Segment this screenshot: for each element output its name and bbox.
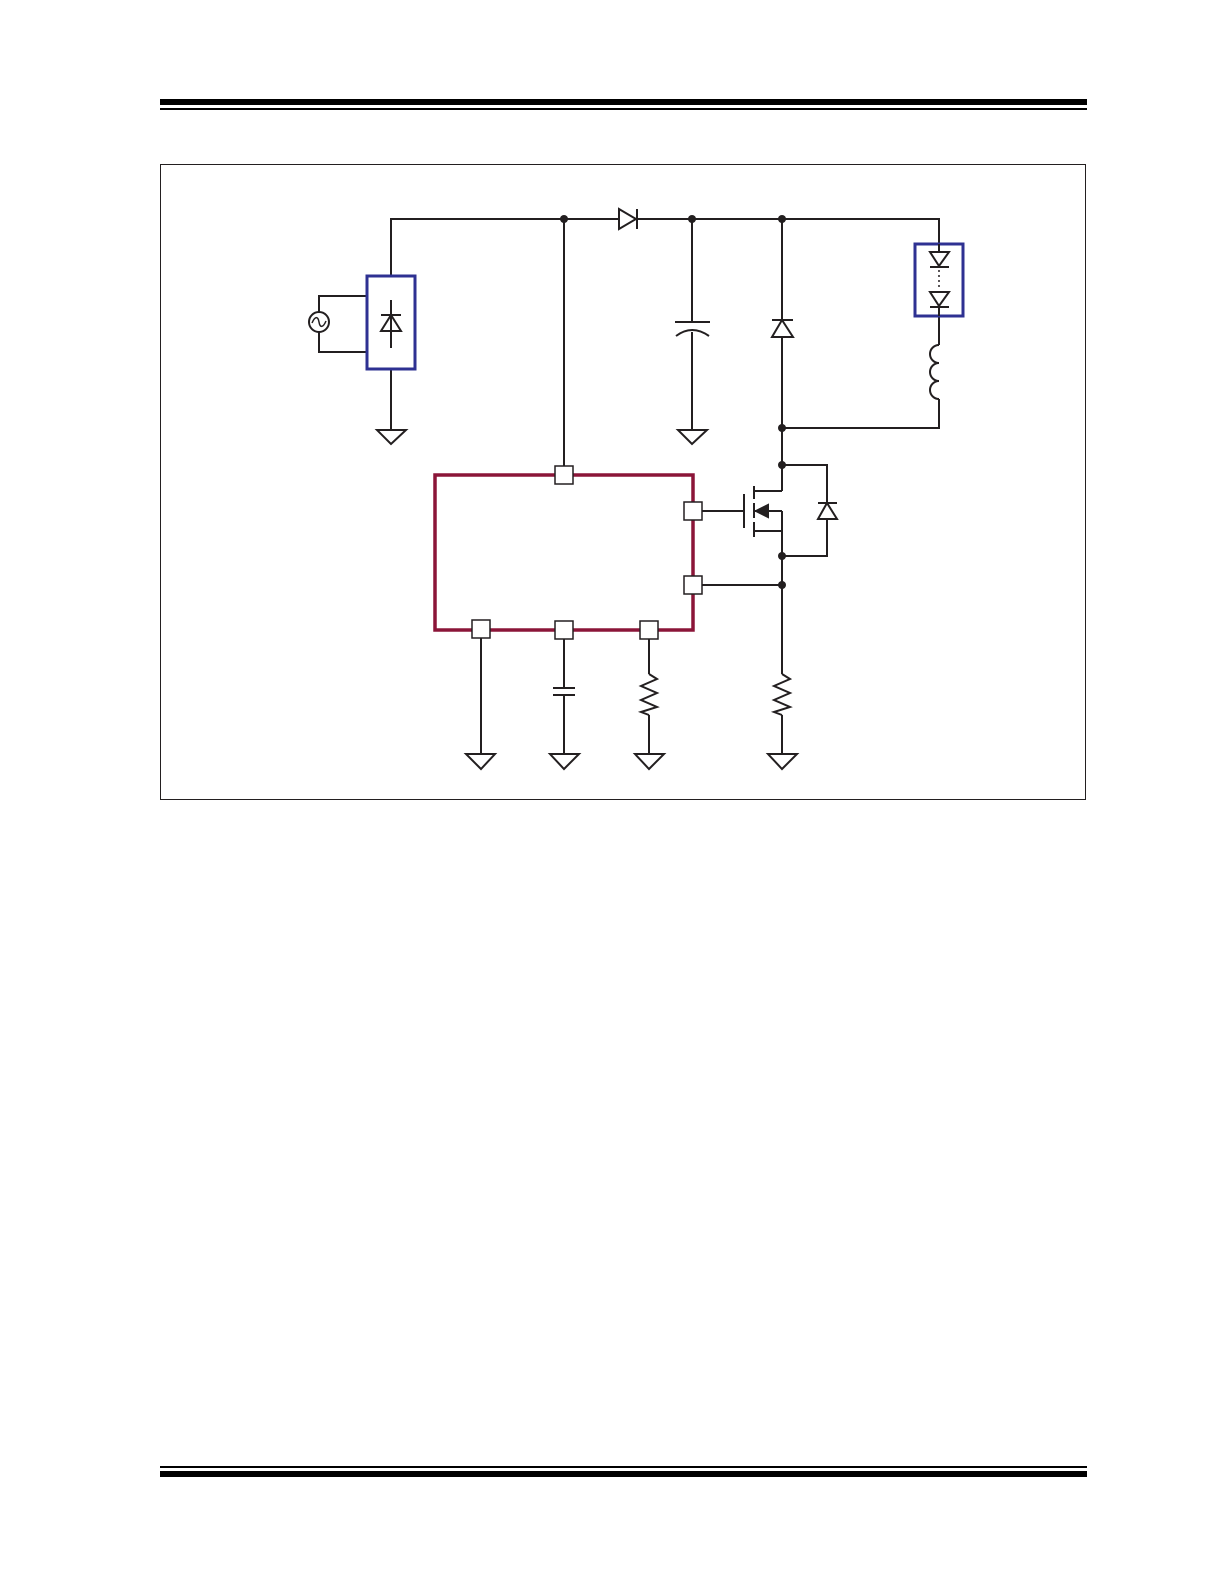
footer-rule-thin xyxy=(160,1466,1087,1468)
junction-dot xyxy=(688,215,696,223)
junction-dot xyxy=(560,215,568,223)
inductor-icon xyxy=(929,344,940,400)
capacitor-icon xyxy=(675,321,710,337)
ground-icon xyxy=(547,753,582,771)
ground-icon xyxy=(675,429,710,446)
wires xyxy=(318,218,940,754)
ground-icon xyxy=(765,753,800,771)
controller-pin-res xyxy=(639,620,659,640)
header-rule-thin xyxy=(160,108,1087,110)
junction-dot xyxy=(778,461,786,469)
ground-icon xyxy=(463,753,498,771)
controller-pin-cap xyxy=(554,620,574,640)
capacitor-icon xyxy=(553,687,575,696)
diode-icon xyxy=(618,207,638,231)
junction-dot xyxy=(778,424,786,432)
controller-ic xyxy=(433,465,703,640)
wire-ac-upper xyxy=(318,295,367,312)
junction-dot xyxy=(778,581,786,589)
wire-top-rail-left xyxy=(390,218,619,276)
wire-body-diode-loop xyxy=(782,464,828,557)
ac-source-icon xyxy=(308,311,330,333)
resistor-icon xyxy=(770,673,793,716)
mosfet-icon xyxy=(743,486,783,537)
diode-icon xyxy=(770,318,795,338)
wire-inductor-switch-node xyxy=(782,399,940,429)
bridge-rectifier-icon xyxy=(365,274,417,371)
diode-icon xyxy=(816,501,839,520)
ground-icon xyxy=(632,753,667,771)
led-string-icon xyxy=(913,242,965,318)
controller-pin-gnd xyxy=(471,619,491,639)
footer-rule-thick xyxy=(160,1471,1087,1477)
controller-pin-cs xyxy=(683,575,703,595)
figure-frame xyxy=(160,164,1086,800)
controller-pin-gate xyxy=(683,501,703,521)
junction-dot xyxy=(778,552,786,560)
wire-top-rail-right xyxy=(637,218,940,244)
controller-pin-vin xyxy=(554,465,574,485)
resistor-icon xyxy=(637,673,660,716)
junction-dot xyxy=(778,215,786,223)
ground-icon xyxy=(374,429,409,446)
junctions xyxy=(560,215,786,589)
wire-ac-lower xyxy=(318,332,367,353)
header-rule-thick xyxy=(160,99,1087,105)
